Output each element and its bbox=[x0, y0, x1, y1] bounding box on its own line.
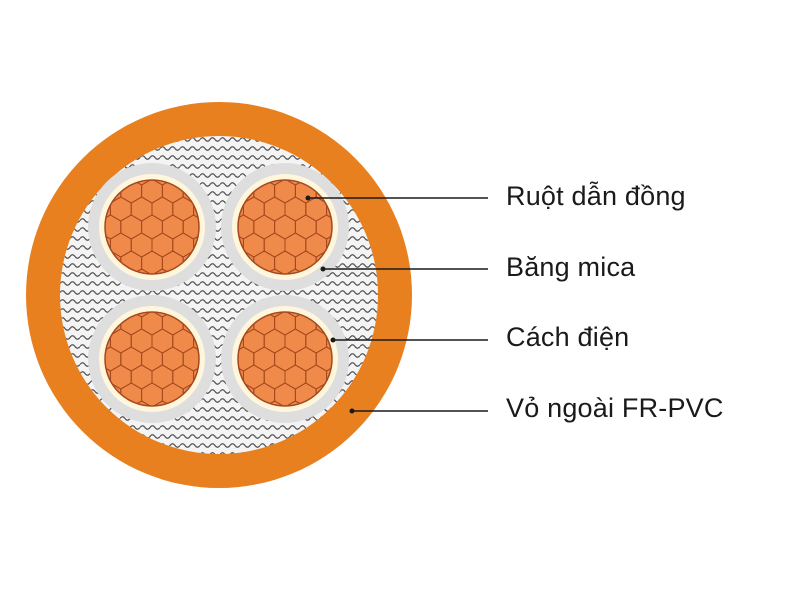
label-insulation: Cách điện bbox=[506, 322, 630, 352]
copper-strand bbox=[130, 268, 153, 274]
copper-conductor bbox=[104, 179, 200, 275]
copper-conductor bbox=[104, 311, 200, 407]
core-top-left bbox=[88, 163, 216, 291]
leader-dot-conductor bbox=[305, 195, 311, 201]
copper-conductor bbox=[237, 179, 333, 275]
leader-dot-sheath bbox=[349, 408, 355, 414]
leader-dot-insulation bbox=[330, 337, 336, 343]
label-conductor: Ruột dẫn đồng bbox=[506, 181, 686, 211]
leader-dot-mica bbox=[320, 266, 326, 272]
leader-lines bbox=[305, 195, 488, 414]
copper-strands bbox=[238, 180, 332, 274]
copper-strand bbox=[263, 400, 286, 406]
copper-strand bbox=[151, 400, 174, 406]
core-bottom-left bbox=[88, 295, 216, 423]
copper-strand bbox=[263, 268, 286, 274]
core-top-right bbox=[221, 163, 349, 291]
copper-strand bbox=[151, 268, 174, 274]
copper-conductor bbox=[237, 311, 333, 407]
label-outer-sheath: Vỏ ngoài FR-PVC bbox=[506, 393, 724, 423]
copper-strand bbox=[284, 400, 307, 406]
copper-strand bbox=[284, 268, 307, 274]
copper-strand bbox=[130, 400, 153, 406]
core-bottom-right bbox=[221, 295, 349, 423]
label-mica-tape: Băng mica bbox=[506, 252, 636, 282]
